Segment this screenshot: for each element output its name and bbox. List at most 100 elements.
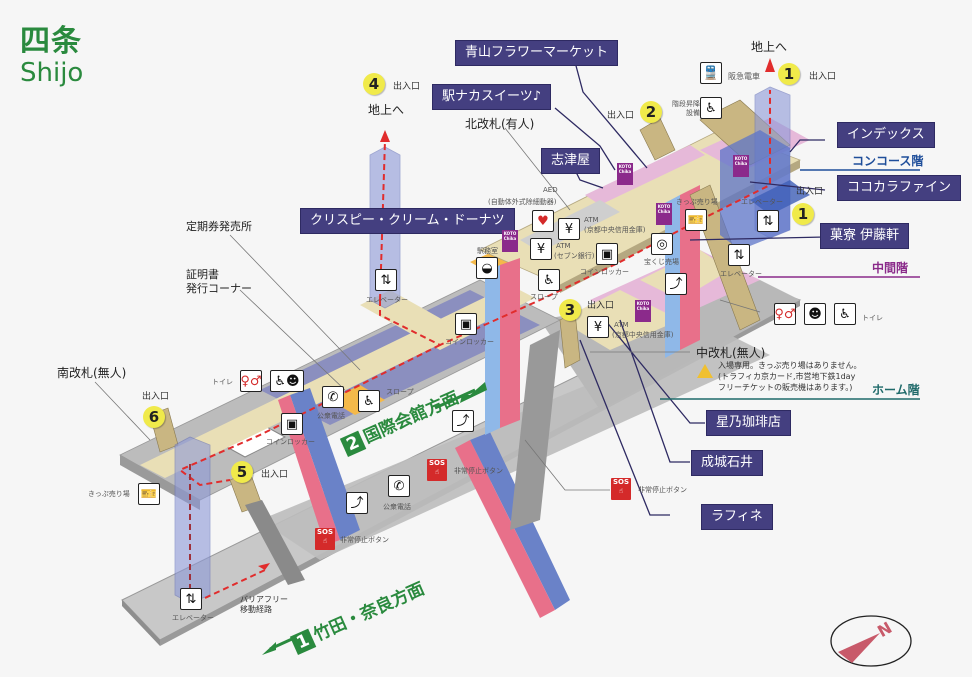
ticket-booth-label-1: きっぷ売り場 [676,198,718,206]
elevator-label-3: エレベーター [366,296,408,304]
toilet-label-1: トイレ [862,314,883,322]
exit-1b-label: 出入口 [796,187,824,197]
barrier-free-label-line: 移動経路 [240,605,272,614]
shop-karyo-itoken[interactable]: 菓寮 伊藤軒 [820,223,910,249]
exit-5-label: 出入口 [261,470,289,480]
route-arrowhead [258,563,270,570]
middle-gate-note-line: フリーチケットの販売機はあります。) [718,383,853,392]
elevator-label-1: エレベーター [741,198,783,206]
wheelchair-icon: ♿ [834,303,856,325]
wheelchair-slope-icon: ♿ [358,390,380,412]
floor-platform: ホーム階 [872,383,920,397]
station-office-icon: ◒ [476,257,498,279]
shop-strip [585,145,705,205]
toilet-label-2: トイレ [212,378,233,386]
atm-kyoto-chuo-label-2: ATM [614,321,629,329]
exit-2-label: 出入口 [607,111,635,121]
shop-aoyama-flower[interactable]: 青山フラワーマーケット [455,40,619,66]
station-office-label: 駅務室 [477,247,498,255]
sos-emergency-stop-icon: SOS☝ [427,459,447,481]
escalator-icon: ⤴ [452,410,474,432]
coin-locker-icon: ▣ [281,413,303,435]
shop-krispy-kreme[interactable]: クリスピー・クリーム・ドーナツ [300,208,515,234]
shop-cocokara-fine[interactable]: ココカラファイン [837,175,962,201]
shop-index[interactable]: インデックス [837,122,935,148]
shop-raffine[interactable]: ラフィネ [701,504,773,530]
exit-badge-5[interactable]: 5 [231,461,253,483]
middle-gate-note-line: (トラフィカ京カード,市営地下鉄1day [718,372,856,381]
barrier-free-route [204,569,266,599]
platform-edge [122,600,160,646]
barrier-free-route [178,344,441,487]
shop-hoshino-coffee[interactable]: 星乃珈琲店 [706,410,792,436]
elevator-label-2: エレベーター [720,270,762,278]
exit-badge-1b[interactable]: 1 [792,203,814,225]
exit-3-label: 出入口 [587,301,615,311]
coin-locker-label-2: コインロッカー [445,338,494,346]
shop-shizuya[interactable]: 志津屋 [541,148,601,174]
kyoto-chika-logo: KOTO Chika [502,230,518,252]
aed-icon: ♥ [532,210,554,232]
shop-seijo-ishii[interactable]: 成城石井 [691,450,764,476]
atm-icon: ¥ [530,238,552,260]
barrier-free-route [379,90,771,347]
coin-locker-icon: ▣ [455,313,477,335]
kyoto-chika-logo: KOTO Chika [635,300,651,322]
elevator-icon: ⇅ [728,244,750,266]
exit-1-above-ground: 地上へ [751,40,788,54]
emergency-stop-label-2: 非常停止ボタン [340,536,389,544]
ticket-machine-icon: 🎫 [685,209,707,231]
elevator-icon: ⇅ [375,269,397,291]
exit-badge-6[interactable]: 6 [143,406,165,428]
lottery-target-icon: ◎ [651,233,673,255]
sos-emergency-stop-icon: SOS☝ [315,528,335,550]
escalator-1-side [455,440,555,618]
escalator-icon: ⤴ [665,273,687,295]
exit-4-label: 出入口 [393,82,421,92]
arrow-kokusai [460,382,487,403]
toilet-icon: ♀♂ [774,303,796,325]
kyoto-chika-logo: KOTO Chika [733,155,749,177]
emergency-stop-label-1: 非常停止ボタン [454,467,503,475]
escalator-2 [290,388,360,540]
elevator-label-4: エレベーター [172,614,214,622]
ticket-machine-icon: 🎫 [138,483,160,505]
stair-grey [510,330,560,530]
stair-lift-label-line: 階段昇降 [672,100,700,108]
floor-concourse: コンコース階 [852,154,924,168]
exit-badge-1[interactable]: 1 [778,63,800,85]
toilet-icon: ♀♂ [240,370,262,392]
emergency-stop-label-3: 非常停止ボタン [638,486,687,494]
sos-emergency-stop-icon: SOS☝ [611,478,631,500]
kyoto-chika-logo: KOTO Chika [656,203,672,225]
ticket-booth-label-2: きっぷ売り場 [88,490,130,498]
elevator-icon: ⇅ [757,210,779,232]
thin-leaders [94,127,761,491]
elevator-icon: ⇅ [180,588,202,610]
warning-icon [697,364,713,378]
exit-badge-2[interactable]: 2 [640,101,662,123]
slope-label-2: スロープ [386,388,414,396]
certificate-label: 証明書 発行コーナー [186,268,252,296]
exit-badge-4[interactable]: 4 [363,73,385,95]
certificate-label-line: 発行コーナー [186,282,252,295]
shop-ekinaka-sweets[interactable]: 駅ナカスイーツ♪ [432,84,552,110]
atm-seven-sub: (セブン銀行) [554,252,595,260]
public-phone-label-2: 公衆電話 [383,503,411,511]
middle-gate-label: 中改札(無人) [696,346,766,360]
barrier-free-label: バリアフリー 移動経路 [240,595,288,615]
atm-seven-label: ATM [556,242,571,250]
escalator-3-side [485,265,500,435]
exit-badge-3[interactable]: 3 [559,299,581,321]
arrow-up-exit1 [765,58,775,72]
certificate-label-line: 証明書 [186,268,219,281]
wheelchair-slope-icon: ♿ [538,269,560,291]
atm-icon: ¥ [558,218,580,240]
phone-icon: ✆ [388,475,410,497]
station-name-en: Shijo [20,58,84,88]
escalator-3 [500,258,520,428]
stair-grey [245,500,305,585]
train-icon: 🚆 [700,62,722,84]
arrow-up-exit4 [380,130,390,142]
aed-label: AED [543,186,558,194]
